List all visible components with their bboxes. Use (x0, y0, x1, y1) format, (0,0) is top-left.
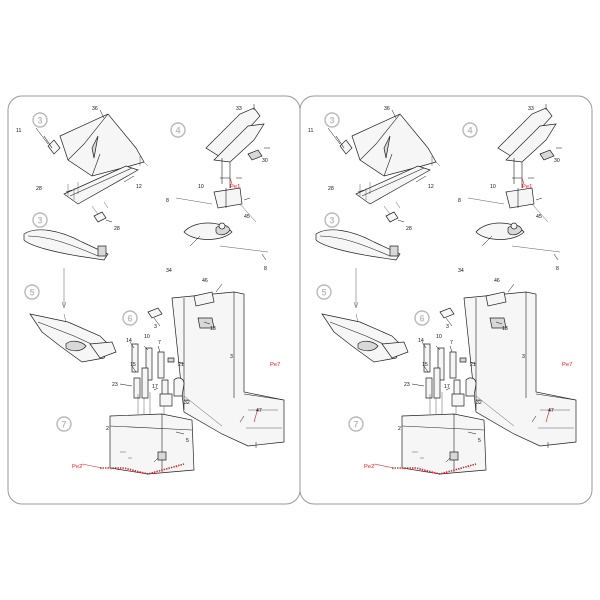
part-label: 28 (36, 186, 42, 192)
part-label-etched: Pe2 (364, 464, 374, 470)
part-label: 30 (554, 158, 560, 164)
svg-text:5: 5 (29, 288, 34, 298)
part-label: 13 (502, 326, 508, 332)
part-label: 3 (154, 324, 157, 330)
part-label: 32 (184, 400, 190, 406)
part-label: 14 (126, 338, 132, 344)
part-label: 2 (398, 426, 401, 432)
part-label: 10 (144, 334, 150, 340)
part-label-etched: Pe2 (72, 464, 82, 470)
svg-text:3: 3 (329, 116, 334, 126)
part-label: 11 (16, 128, 21, 134)
part-label: 47 (548, 408, 554, 414)
part-label: 8 (264, 266, 267, 272)
part-label: 3 (446, 324, 449, 330)
part-label: 45 (244, 214, 250, 220)
part-label: 8 (458, 198, 461, 204)
part-label: 7 (158, 340, 161, 346)
part-label: 30 (262, 158, 268, 164)
part-label: 28 (114, 226, 120, 232)
part-label-etched: Pe1 (230, 184, 240, 190)
part-label: 36 (384, 106, 390, 112)
svg-text:3: 3 (37, 216, 42, 226)
step-badge: 6 (414, 310, 430, 326)
part-label: 36 (92, 106, 98, 112)
part-label: 3 (230, 354, 233, 360)
part-label: 2 (106, 426, 109, 432)
part-label: 21 (470, 362, 476, 368)
part-label: 8 (166, 198, 169, 204)
part-label: 23 (404, 382, 410, 388)
part-label: 13 (210, 326, 216, 332)
part-label: 5 (478, 438, 481, 444)
step-badge: 4 (462, 122, 478, 138)
svg-text:4: 4 (467, 126, 472, 136)
part-label-etched: Pe7 (270, 362, 280, 368)
part-label: 12 (136, 184, 142, 190)
left-panel: 3 4 3 5 6 7 36 11 12 28 28 33 30 10 Pe1 … (7, 95, 301, 505)
svg-text:7: 7 (353, 420, 358, 430)
part-label: 7 (450, 340, 453, 346)
part-label: 28 (406, 226, 412, 232)
part-label: 23 (112, 382, 118, 388)
part-label: 33 (236, 106, 242, 112)
part-label: 8 (556, 266, 559, 272)
part-label: 34 (166, 268, 172, 274)
step-badge: 7 (348, 416, 364, 432)
part-label: 17 (152, 384, 158, 390)
step-badge: 7 (56, 416, 72, 432)
part-label: 3 (522, 354, 525, 360)
part-label: 46 (494, 278, 500, 284)
part-label: 11 (308, 128, 313, 134)
part-label: 15 (130, 362, 136, 368)
part-label: 10 (198, 184, 204, 190)
part-label: 14 (418, 338, 424, 344)
part-label: 10 (490, 184, 496, 190)
svg-text:7: 7 (61, 420, 66, 430)
part-label: 15 (422, 362, 428, 368)
part-label: 45 (536, 214, 542, 220)
step-badge: 5 (24, 284, 40, 300)
step-badge: 4 (170, 122, 186, 138)
part-label: 17 (444, 384, 450, 390)
step-badge: 5 (316, 284, 332, 300)
step-badge: 3 (32, 212, 48, 228)
part-label: 34 (458, 268, 464, 274)
part-label: 21 (178, 362, 184, 368)
svg-text:5: 5 (321, 288, 326, 298)
svg-text:3: 3 (329, 216, 334, 226)
part-label-etched: Pe7 (562, 362, 572, 368)
part-label: 10 (436, 334, 442, 340)
part-label: 46 (202, 278, 208, 284)
step-badge: 6 (122, 310, 138, 326)
step-badge: 3 (32, 112, 48, 128)
step-badge: 3 (324, 112, 340, 128)
svg-text:4: 4 (175, 126, 180, 136)
part-label: 33 (528, 106, 534, 112)
part-label: 28 (328, 186, 334, 192)
svg-text:6: 6 (419, 314, 424, 324)
part-label: 32 (476, 400, 482, 406)
svg-text:6: 6 (127, 314, 132, 324)
part-label: 12 (428, 184, 434, 190)
part-label: 47 (256, 408, 262, 414)
part-label-etched: Pe1 (522, 184, 532, 190)
part-label: 5 (186, 438, 189, 444)
right-panel: 3 4 3 5 6 7 36 11 12 28 28 33 30 10 Pe1 … (299, 95, 593, 505)
svg-text:3: 3 (37, 116, 42, 126)
step-badge: 3 (324, 212, 340, 228)
